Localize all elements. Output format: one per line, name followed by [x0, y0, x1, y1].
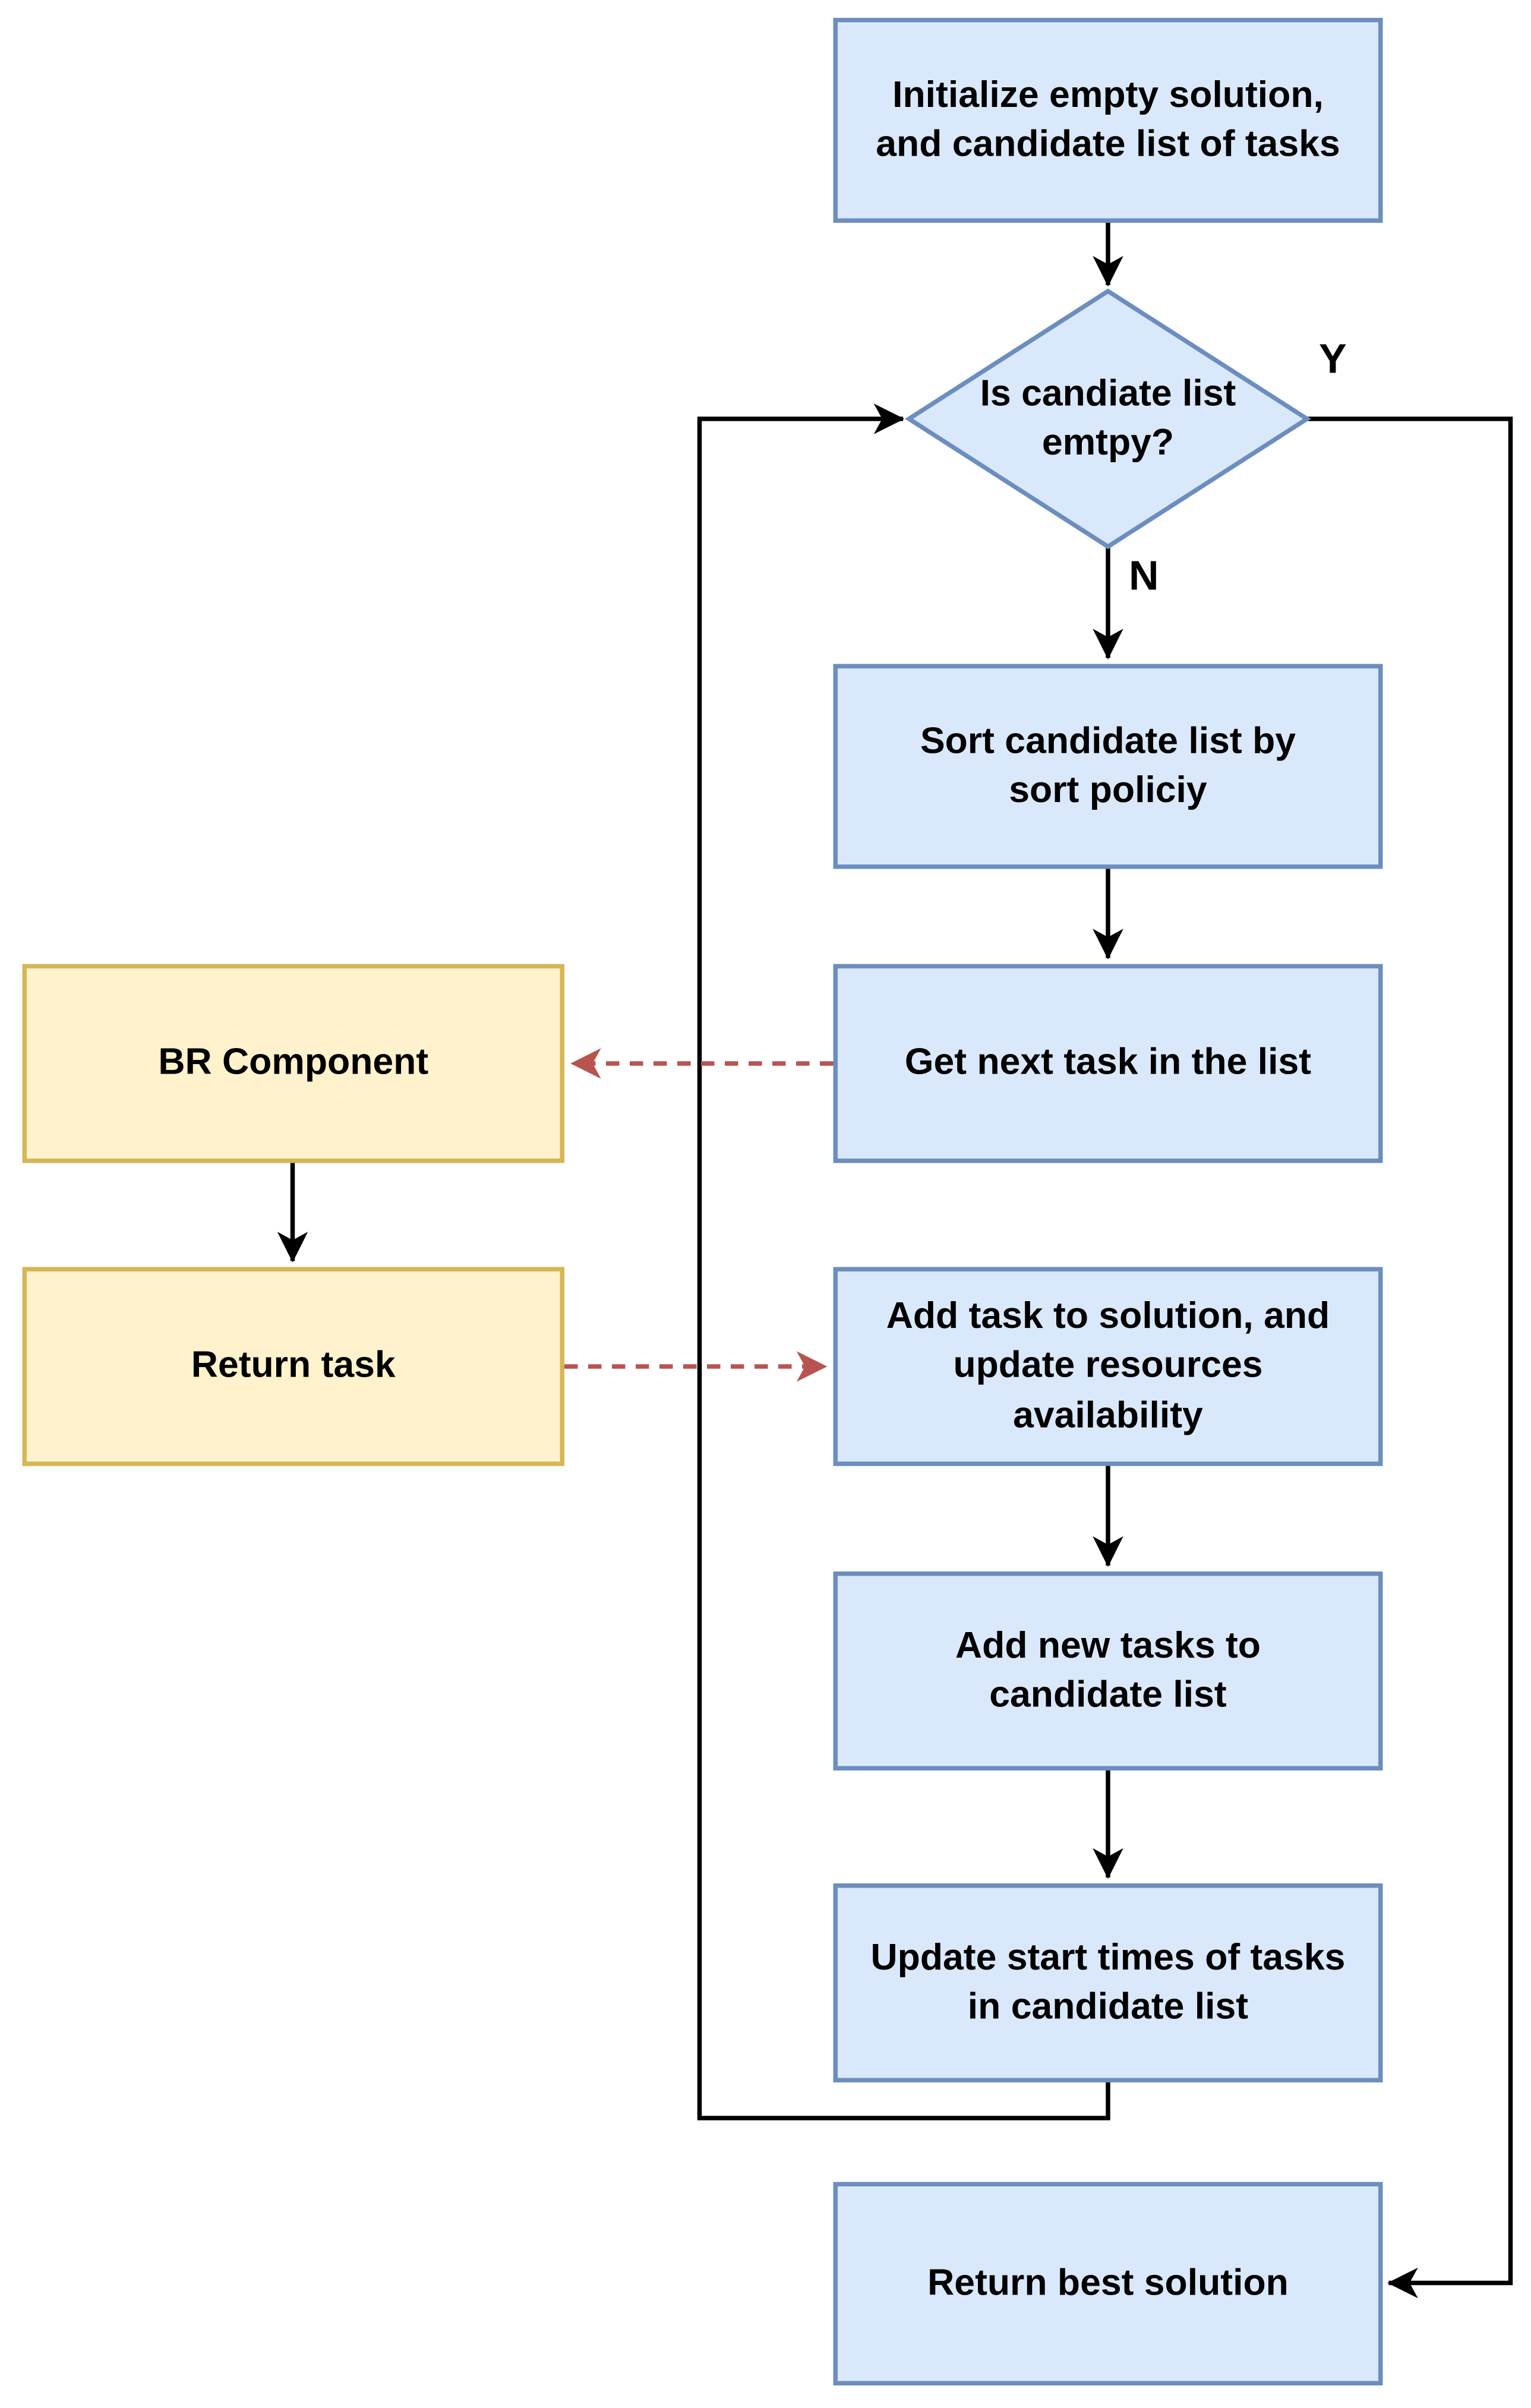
node-add-task-to-solution: Add task to solution, and update resourc…: [833, 1267, 1383, 1466]
node-decision-is-candidate-list-empty: Is candiate list emtpy?: [980, 372, 1236, 463]
node-get-next-task: Get next task in the list: [833, 964, 1383, 1163]
node-return-task: Return task: [22, 1267, 564, 1466]
edge-update-loopback-to-decision: [697, 403, 1110, 2120]
node-add-new-tasks: Add new tasks to candidate list: [833, 1571, 1383, 1771]
decision-diamond-shape: [905, 288, 1311, 550]
edge-label-yes: Y: [1319, 336, 1347, 382]
edge-decision-yes-to-return-best: [1307, 416, 1513, 2299]
node-br-component: BR Component: [22, 964, 564, 1163]
node-sort-candidate-list: Sort candidate list by sort policiy: [833, 664, 1383, 869]
edge-label-no: N: [1129, 553, 1159, 599]
node-update-start-times: Update start times of tasks in candidate…: [833, 1883, 1383, 2082]
node-initialize: Initialize empty solution, and candidate…: [833, 18, 1383, 223]
node-return-best-solution: Return best solution: [833, 2182, 1383, 2385]
